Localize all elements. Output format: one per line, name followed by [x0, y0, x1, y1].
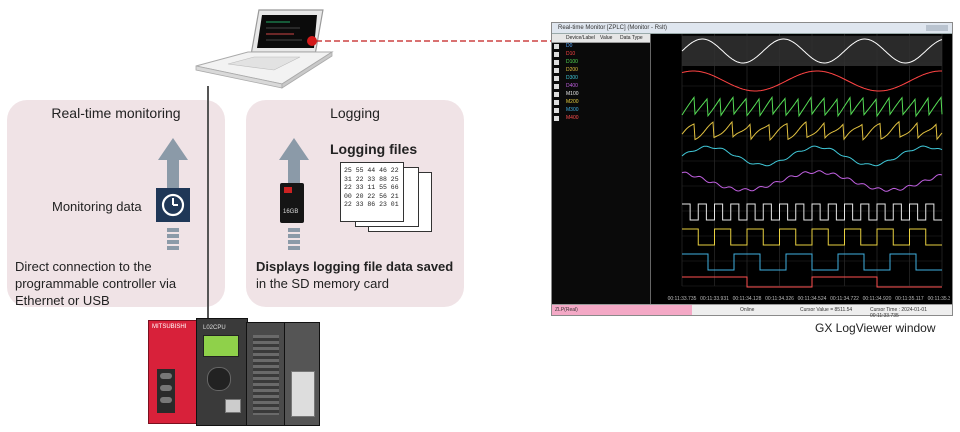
- device-checkbox[interactable]: [554, 52, 559, 57]
- status-cursor: Cursor Value = 8511.54: [800, 307, 853, 313]
- viewer-caption: GX LogViewer window: [815, 321, 936, 335]
- plc-ext-module: [284, 322, 320, 426]
- device-name: D100: [566, 59, 578, 65]
- device-checkbox[interactable]: [554, 116, 559, 121]
- time-tick-label: 00:11:34.128: [733, 296, 762, 302]
- file-line: 22 33 86 23 01: [344, 201, 399, 208]
- status-left: ZLP(Real): [555, 307, 578, 313]
- logging-desc-bold: Displays logging file data saved: [256, 259, 454, 274]
- status-time: Cursor Time : 2024-01-01 00:11:33.735: [870, 307, 927, 319]
- time-tick-label: 00:11:34.326: [765, 296, 794, 302]
- realtime-desc-line-2: programmable controller via: [15, 276, 177, 291]
- device-row[interactable]: M100: [552, 91, 650, 99]
- device-name: D400: [566, 83, 578, 89]
- logging-title: Logging: [330, 105, 380, 121]
- square-white: [682, 203, 942, 221]
- viewer-titlebar: Real-time Monitor [ZPLC] (Monitor - Rslt…: [552, 23, 952, 34]
- viewer-status-bar: ZLP(Real) Online Cursor Value = 8511.54 …: [552, 304, 952, 319]
- device-row[interactable]: D200: [552, 67, 650, 75]
- link-dashed-line: [316, 40, 552, 42]
- col-value: Value: [600, 35, 613, 41]
- file-line: 22 33 11 55 66: [344, 184, 399, 191]
- time-tick-label: 00:11:33.735: [668, 296, 697, 302]
- device-row[interactable]: M200: [552, 99, 650, 107]
- realtime-desc-line-1: Direct connection to the: [15, 259, 152, 274]
- device-checkbox[interactable]: [554, 108, 559, 113]
- logging-desc-line-2: in the SD memory card: [256, 276, 389, 291]
- plc-power-module: MITSUBISHI: [148, 320, 198, 424]
- status-mid: Online: [740, 307, 755, 313]
- sd-card-capacity: 16GB: [283, 209, 299, 215]
- plc-display: [203, 335, 239, 357]
- logging-file-page-front: 25 55 44 46 22 31 22 33 88 25 22 33 11 5…: [340, 162, 404, 222]
- connection-line: [207, 86, 209, 322]
- col-device: Device/Label: [566, 35, 595, 41]
- device-list-header: Device/Label Value Data Type: [552, 34, 650, 43]
- device-row[interactable]: M400: [552, 115, 650, 123]
- square-red: [682, 276, 942, 288]
- time-tick-label: 00:11:34.920: [863, 296, 892, 302]
- gx-logviewer-window: Real-time Monitor [ZPLC] (Monitor - Rslt…: [551, 22, 953, 319]
- device-name: M200: [566, 99, 579, 105]
- realtime-monitoring-title: Real-time monitoring: [51, 105, 181, 121]
- up-arrow-icon-logging: [279, 138, 309, 250]
- up-arrow-icon: [158, 138, 188, 250]
- device-name: M100: [566, 91, 579, 97]
- wave-yellow: [681, 120, 943, 142]
- status-left-cell: [552, 305, 692, 315]
- time-tick-label: 00:11:33.931: [700, 296, 729, 302]
- plc-cpu-module: L02CPU: [196, 318, 248, 426]
- device-row[interactable]: D0: [552, 43, 650, 51]
- device-row[interactable]: M300: [552, 107, 650, 115]
- file-line: 00 20 22 56 21: [344, 192, 399, 200]
- device-checkbox[interactable]: [554, 84, 559, 89]
- square-yellow: [682, 228, 942, 246]
- col-type: Data Type: [620, 35, 643, 41]
- device-name: M300: [566, 107, 579, 113]
- device-row[interactable]: D300: [552, 75, 650, 83]
- device-name: D300: [566, 75, 578, 81]
- viewer-title: Real-time Monitor [ZPLC] (Monitor - Rslt…: [558, 25, 668, 31]
- device-name: D0: [566, 43, 573, 49]
- file-line: 25 55 44 46 22: [344, 167, 399, 174]
- device-checkbox[interactable]: [554, 100, 559, 105]
- time-tick-label: 00:11:34.524: [798, 296, 827, 302]
- device-name: D10: [566, 51, 576, 57]
- plc-unit: MITSUBISHI L02CPU: [148, 318, 320, 426]
- logging-files-label: Logging files: [330, 141, 418, 157]
- monitoring-data-label: Monitoring data: [52, 199, 142, 214]
- device-name: D200: [566, 67, 578, 73]
- device-checkbox[interactable]: [554, 76, 559, 81]
- device-checkbox[interactable]: [554, 92, 559, 97]
- plc-io-module: [246, 322, 286, 426]
- wave-green: [681, 95, 943, 118]
- sd-card-icon: 16GB: [280, 183, 304, 223]
- time-tick-label: 00:11:35.117: [895, 296, 924, 302]
- plot-background: [652, 34, 950, 304]
- wave-red: [681, 70, 942, 92]
- window-controls[interactable]: [926, 25, 948, 31]
- wave-purple: [681, 170, 943, 192]
- device-checkbox[interactable]: [554, 68, 559, 73]
- wave-sine-white: [681, 38, 943, 64]
- device-row[interactable]: D100: [552, 59, 650, 67]
- device-checkbox[interactable]: [554, 60, 559, 65]
- device-name: M400: [566, 115, 579, 121]
- device-row[interactable]: D10: [552, 51, 650, 59]
- time-tick-label: 00:11:35.315: [928, 296, 950, 302]
- clock-icon: [156, 188, 190, 222]
- time-tick-label: 00:11:34.722: [830, 296, 859, 302]
- device-row[interactable]: D400: [552, 83, 650, 91]
- device-checkbox[interactable]: [554, 44, 559, 49]
- plc-module-label: L02CPU: [203, 325, 226, 331]
- file-line: 31 22 33 88 25: [344, 175, 399, 183]
- wave-cyan: [681, 145, 943, 167]
- square-blue: [682, 253, 942, 271]
- laptop-icon: [195, 9, 334, 89]
- realtime-desc-line-3: Ethernet or USB: [15, 293, 110, 308]
- plc-brand-label: MITSUBISHI: [152, 324, 187, 330]
